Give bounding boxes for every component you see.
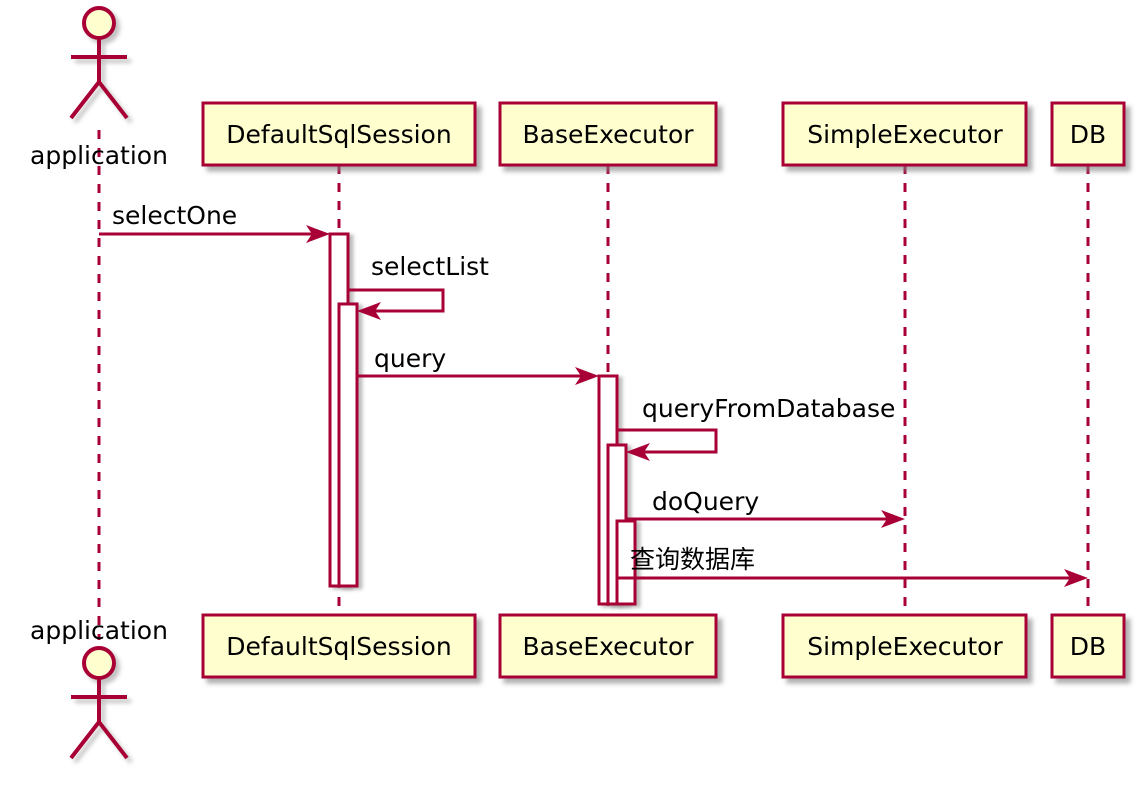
message-line-queryfromdatabase — [617, 428, 718, 454]
participant-rect-simpleexecutor-top — [781, 101, 1028, 167]
activation-bar-defaultsqlsession-2 — [337, 302, 359, 588]
participant-boxes-bottom: DefaultSqlSession BaseExecutor SimpleExe… — [201, 613, 1126, 679]
message-label-query-database-cn: 查询数据库 — [630, 545, 755, 574]
participant-label-defaultsqlsession-top: DefaultSqlSession — [226, 120, 451, 149]
arrowhead-doquery — [881, 510, 905, 528]
actor-legs-icon — [69, 80, 129, 120]
participant-rect-defaultsqlsession-top — [201, 101, 477, 167]
message-doquery[interactable]: doQuery — [626, 487, 905, 528]
participant-box-db-top[interactable]: DB — [1050, 101, 1126, 167]
arrowhead-query — [575, 367, 599, 385]
participant-box-defaultsqlsession-top[interactable]: DefaultSqlSession — [201, 101, 477, 167]
actor-label-bottom: application — [30, 616, 168, 645]
participant-label-simpleexecutor-bottom: SimpleExecutor — [807, 632, 1003, 661]
participant-rect-baseexecutor-top — [498, 101, 718, 167]
message-label-query: query — [374, 344, 446, 373]
participant-label-db-bottom: DB — [1070, 632, 1106, 661]
participant-box-baseexecutor-bottom[interactable]: BaseExecutor — [498, 613, 718, 679]
actor-head-icon-bottom — [82, 646, 116, 680]
arrowhead-selectone — [306, 225, 330, 243]
participant-label-db-top: DB — [1070, 120, 1106, 149]
participant-box-defaultsqlsession-bottom[interactable]: DefaultSqlSession — [201, 613, 477, 679]
message-label-doquery: doQuery — [652, 487, 759, 516]
message-selectlist[interactable]: selectList — [348, 252, 489, 320]
arrowhead-queryfromdatabase — [626, 443, 650, 461]
activation-bars-group — [328, 232, 637, 606]
participant-rect-baseexecutor-bottom — [498, 613, 718, 679]
participant-box-simpleexecutor-bottom[interactable]: SimpleExecutor — [781, 613, 1028, 679]
message-selectone[interactable]: selectOne — [99, 201, 330, 243]
actor-application-top — [69, 6, 129, 120]
arrowhead-selectlist — [357, 302, 381, 320]
arrowhead-query-database-cn — [1064, 569, 1088, 587]
actor-application-bottom — [69, 646, 129, 760]
participant-label-defaultsqlsession-bottom: DefaultSqlSession — [226, 632, 451, 661]
actor-label-top: application — [30, 141, 168, 170]
participant-rect-simpleexecutor-bottom — [781, 613, 1028, 679]
message-label-queryfromdatabase: queryFromDatabase — [642, 394, 895, 423]
message-query-database-cn[interactable]: 查询数据库 — [617, 545, 1088, 587]
message-label-selectone: selectOne — [112, 201, 237, 230]
activation-bar-baseexecutor-3 — [615, 519, 637, 606]
participant-rect-db-top — [1050, 101, 1126, 167]
participant-box-simpleexecutor-top[interactable]: SimpleExecutor — [781, 101, 1028, 167]
participant-box-db-bottom[interactable]: DB — [1050, 613, 1126, 679]
participant-boxes-top: DefaultSqlSession BaseExecutor SimpleExe… — [201, 101, 1126, 167]
participant-rect-db-bottom — [1050, 613, 1126, 679]
participant-label-baseexecutor-top: BaseExecutor — [522, 120, 694, 149]
participant-label-simpleexecutor-top: SimpleExecutor — [807, 120, 1003, 149]
message-label-selectlist: selectList — [371, 252, 489, 281]
message-queryfromdatabase[interactable]: queryFromDatabase — [617, 394, 895, 461]
participant-rect-defaultsqlsession-bottom — [201, 613, 477, 679]
message-line-selectlist — [348, 288, 445, 313]
participant-box-baseexecutor-top[interactable]: BaseExecutor — [498, 101, 718, 167]
actor-legs-icon-bottom — [69, 720, 129, 760]
participant-label-baseexecutor-bottom: BaseExecutor — [522, 632, 694, 661]
message-query[interactable]: query — [357, 344, 599, 385]
actor-head-icon — [82, 6, 116, 40]
